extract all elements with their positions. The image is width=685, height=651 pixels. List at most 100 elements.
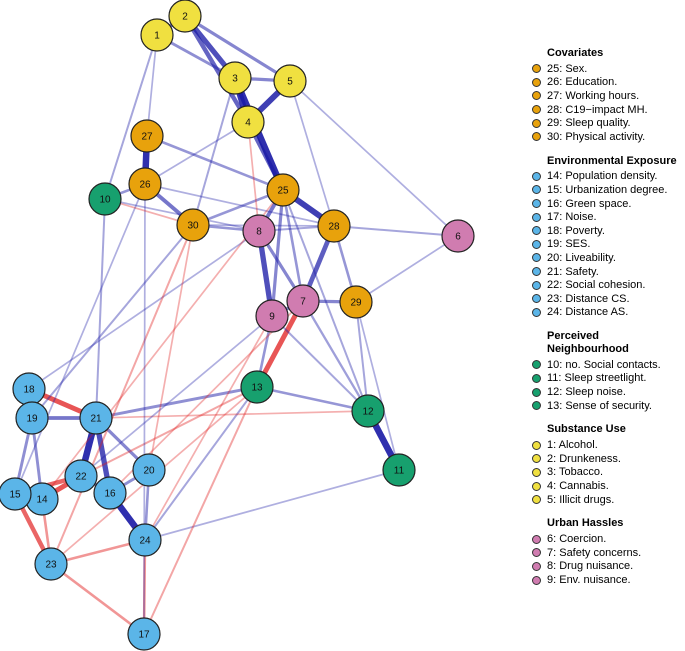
- node-circle-19: [15, 401, 49, 435]
- edge-22-9: [80, 315, 273, 477]
- edge-2-4: [182, 13, 251, 125]
- edge-5-6: [289, 80, 459, 237]
- edge-28-6: [333, 225, 459, 237]
- node-circle-26: [128, 167, 162, 201]
- edge-12-29: [355, 301, 369, 412]
- node-16: 16: [93, 476, 127, 510]
- legend-item: 5: Illicit drugs.: [532, 493, 682, 507]
- node-circle-6: [441, 219, 475, 253]
- node-circle-12: [351, 394, 385, 428]
- legend-item-label: 6: Coercion.: [547, 533, 607, 546]
- legend-dot: [532, 360, 541, 370]
- node-17: 17: [127, 617, 161, 651]
- node-label-29: 29: [350, 298, 362, 309]
- edge-26-28: [144, 183, 335, 227]
- legend-item-label: 20: Liveability.: [547, 251, 616, 264]
- node-circle-13: [240, 370, 274, 404]
- node-circle-4: [231, 105, 265, 139]
- legend-item: 27: Working hours.: [532, 89, 682, 103]
- legend-dot: [532, 185, 541, 195]
- edge-11-24: [144, 469, 400, 541]
- legend-item-label: 9: Env. nuisance.: [547, 574, 631, 587]
- legend-item-label: 30: Physical activity.: [547, 130, 646, 143]
- node-circle-24: [128, 523, 162, 557]
- node-circle-22: [64, 459, 98, 493]
- legend-dot: [532, 575, 541, 585]
- legend-item-label: 16: Green space.: [547, 197, 632, 210]
- edge-2-5: [183, 14, 292, 83]
- legend-item: 26: Education.: [532, 76, 682, 90]
- legend-item: 14: Population density.: [532, 170, 682, 184]
- edge-14-25: [41, 189, 284, 500]
- node-circle-21: [79, 401, 113, 435]
- edge-23-30: [50, 224, 194, 565]
- node-circle-29: [339, 285, 373, 319]
- legend-dot: [532, 294, 541, 304]
- edge-13-24: [144, 386, 258, 541]
- node-1: 1: [140, 18, 174, 52]
- node-circle-28: [317, 209, 351, 243]
- legend-dot: [532, 239, 541, 249]
- node-label-25: 25: [277, 186, 289, 197]
- legend-dot: [532, 105, 541, 115]
- legend-dot: [532, 373, 541, 383]
- legend-item-label: 21: Safety.: [547, 265, 599, 278]
- legend-dot: [532, 64, 541, 74]
- legend-item: 18: Poverty.: [532, 224, 682, 238]
- node-13: 13: [240, 370, 274, 404]
- edge-27-25: [145, 134, 285, 192]
- legend-item-label: 18: Poverty.: [547, 224, 605, 237]
- legend-title: Urban Hassles: [547, 517, 624, 530]
- legend-item-label: 12: Sleep noise.: [547, 386, 626, 399]
- node-7: 7: [286, 284, 320, 318]
- edge-6-29: [355, 235, 459, 303]
- legend-dot: [532, 440, 541, 450]
- legend-item-label: 5: Illicit drugs.: [547, 493, 615, 506]
- node-12: 12: [351, 394, 385, 428]
- legend-item-label: 1: Alcohol.: [547, 439, 598, 452]
- node-circle-17: [127, 617, 161, 651]
- legend-item-label: 26: Education.: [547, 76, 618, 89]
- legend-item: 20: Liveability.: [532, 251, 682, 265]
- node-18: 18: [12, 372, 46, 406]
- legend-item-label: 8: Drug nuisance.: [547, 560, 634, 573]
- node-15: 15: [0, 477, 32, 511]
- legend-item: 6: Coercion.: [532, 532, 682, 546]
- node-label-28: 28: [328, 222, 340, 233]
- node-10: 10: [88, 182, 122, 216]
- legend-item: 17: Noise.: [532, 210, 682, 224]
- edge-17-26: [143, 183, 146, 635]
- legend-item-label: 17: Noise.: [547, 211, 597, 224]
- node-29: 29: [339, 285, 373, 319]
- edge-13-21: [94, 385, 259, 420]
- node-9: 9: [255, 299, 289, 333]
- node-label-24: 24: [139, 536, 151, 547]
- node-label-14: 14: [36, 495, 48, 506]
- legend-item-label: 2: Drunkeness.: [547, 452, 621, 465]
- legend-item-label: 15: Urbanization degree.: [547, 183, 668, 196]
- node-label-11: 11: [394, 466, 405, 477]
- legend-dot: [532, 481, 541, 491]
- node-25: 25: [266, 173, 300, 207]
- legend-item: 10: no. Social contacts.: [532, 358, 682, 372]
- node-2: 2: [168, 0, 202, 33]
- node-22: 22: [64, 459, 98, 493]
- node-label-9: 9: [269, 312, 275, 323]
- legend-dot: [532, 118, 541, 128]
- node-circle-11: [382, 453, 416, 487]
- edge-4-8: [247, 121, 260, 232]
- edge-9-12: [271, 315, 369, 412]
- edges-layer: [12, 13, 459, 636]
- node-label-18: 18: [23, 385, 35, 396]
- node-label-19: 19: [26, 414, 38, 425]
- node-label-5: 5: [287, 77, 293, 88]
- legend-item-label: 29: Sleep quality.: [547, 117, 631, 130]
- legend-title: Covariates: [547, 47, 604, 59]
- node-label-17: 17: [138, 630, 150, 641]
- node-circle-27: [130, 119, 164, 153]
